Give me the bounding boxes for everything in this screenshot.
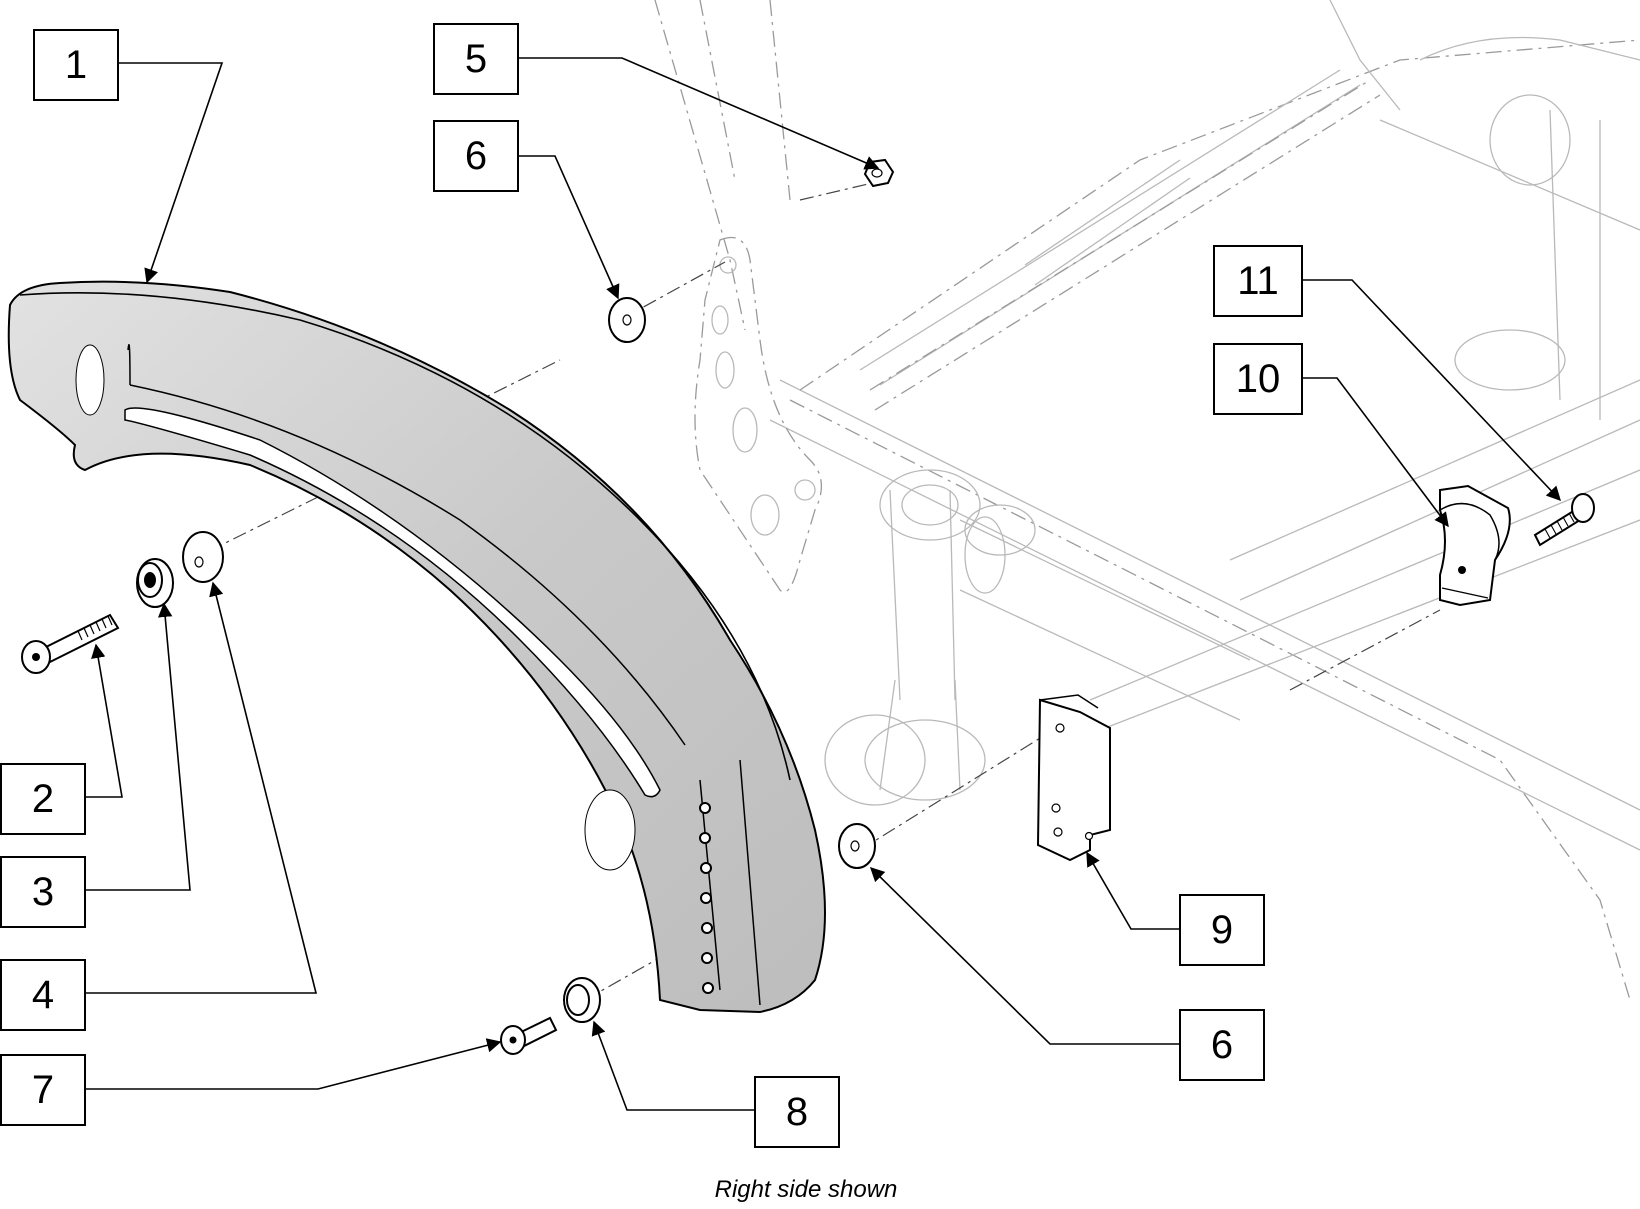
- clamp-part-10: [1439, 484, 1511, 607]
- washer-part-8: [563, 977, 601, 1023]
- callout-2-label: 2: [32, 777, 54, 821]
- figure-caption: Right side shown: [715, 1176, 898, 1203]
- callout-6-lower-label: 6: [1211, 1023, 1233, 1067]
- callout-10-label: 10: [1236, 357, 1281, 401]
- wheelchair-frame-ghost: [654, 0, 1640, 1001]
- callout-7: 7: [0, 1054, 86, 1126]
- callout-6-upper-label: 6: [465, 134, 487, 178]
- callout-10: 10: [1213, 343, 1303, 415]
- screw-part-2: [21, 613, 120, 674]
- spacer-part-3: [136, 558, 174, 608]
- callout-7-label: 7: [32, 1068, 54, 1112]
- callout-6-upper: 6: [433, 120, 519, 192]
- callout-3: 3: [0, 856, 86, 928]
- callout-11: 11: [1213, 245, 1303, 317]
- mounting-bracket-ghost: [694, 236, 822, 593]
- washer-part-6-upper: [608, 297, 646, 343]
- callout-5-label: 5: [465, 37, 487, 81]
- washer-part-4: [182, 531, 224, 583]
- callout-8-label: 8: [786, 1090, 808, 1134]
- callout-11-label: 11: [1237, 259, 1279, 303]
- callout-1: 1: [33, 29, 119, 101]
- screw-part-7: [500, 1016, 558, 1055]
- screw-part-11: [1533, 493, 1595, 547]
- callout-3-label: 3: [32, 870, 54, 914]
- fender-part-1: [7, 280, 826, 1014]
- callout-4-label: 4: [32, 973, 54, 1017]
- callout-5: 5: [433, 23, 519, 95]
- leader-lines: [85, 57, 1561, 1111]
- callout-9: 9: [1179, 894, 1265, 966]
- callout-1-label: 1: [65, 43, 87, 87]
- washer-part-6-lower: [838, 823, 876, 869]
- callout-2: 2: [0, 763, 86, 835]
- callout-8: 8: [754, 1076, 840, 1148]
- callout-6-lower: 6: [1179, 1009, 1265, 1081]
- callout-4: 4: [0, 959, 86, 1031]
- callout-9-label: 9: [1211, 908, 1233, 952]
- clamp-block-part-9: [1036, 694, 1111, 862]
